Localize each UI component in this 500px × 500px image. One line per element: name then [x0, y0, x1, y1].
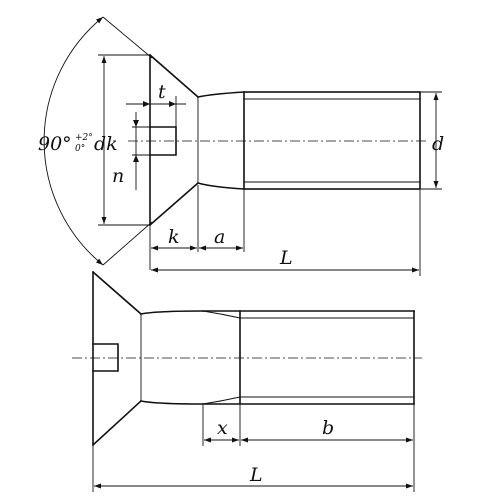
b-label: b — [322, 417, 334, 439]
bottom-thread-runout-curve-upper — [202, 310, 241, 319]
bottom-neck-lower — [140, 400, 204, 405]
bottom-neck-upper — [140, 310, 204, 315]
angle-extension-upper — [102, 16, 153, 59]
top-cone-upper — [148, 53, 200, 99]
k-label: k — [168, 226, 180, 248]
top-thread-body — [243, 91, 421, 190]
top-slot — [149, 126, 177, 156]
angle-tolerance-lower: 0° — [75, 144, 85, 154]
bottom-slot — [92, 343, 119, 372]
d-label: d — [432, 133, 444, 155]
angle-arc — [43, 16, 104, 266]
t-arrows — [143, 101, 176, 107]
bottom-view: x b L — [72, 270, 422, 492]
bottom-cone-upper — [91, 270, 143, 316]
top-cone-lower — [148, 181, 200, 227]
bottom-thread-runout-curve-lower — [202, 396, 241, 405]
bottom-cone-lower — [91, 399, 143, 447]
top-neck-lower — [197, 182, 245, 190]
L-bottom-label: L — [249, 464, 263, 486]
dk-label: dk — [94, 133, 118, 155]
x-label: x — [217, 417, 228, 439]
angle-tolerance-upper: +2° — [75, 133, 93, 143]
top-neck-upper — [197, 91, 245, 98]
L-top-label: L — [279, 247, 293, 269]
a-label: a — [214, 226, 225, 248]
t-label: t — [158, 81, 166, 103]
angle-extension-lower — [102, 221, 153, 266]
angle-label: 90° — [38, 133, 72, 155]
n-label: n — [112, 165, 124, 187]
top-view: dk 90° +2° 0° t n k a d — [38, 16, 444, 276]
